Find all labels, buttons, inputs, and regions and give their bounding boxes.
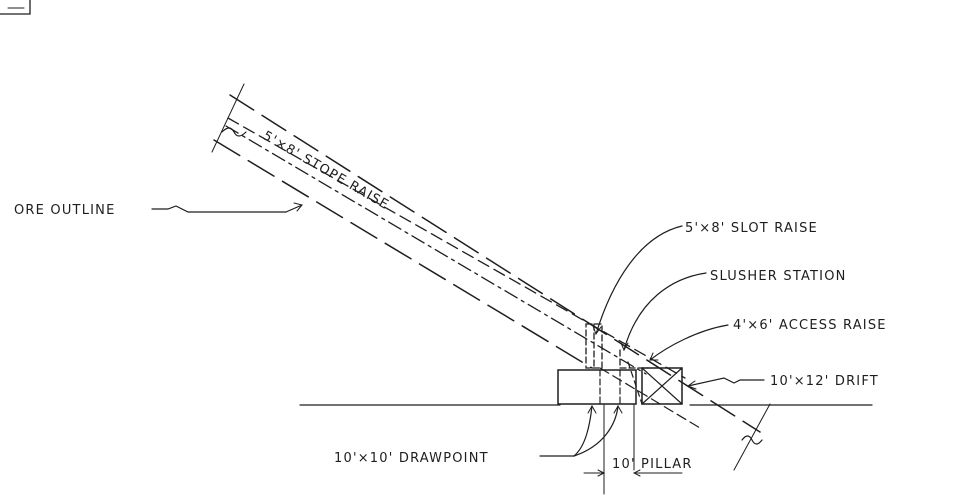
stope-raise-upper-wall bbox=[227, 117, 686, 379]
pillar-label: 10' PILLAR bbox=[612, 457, 693, 472]
access-raise-wall bbox=[599, 367, 701, 429]
stope-raise-lower-wall bbox=[225, 125, 647, 375]
drift bbox=[641, 367, 683, 405]
leader-access-raise bbox=[649, 324, 729, 361]
drift-label: 10'×12' DRIFT bbox=[770, 374, 879, 389]
upper-ore-outline bbox=[229, 94, 761, 433]
slusher-station bbox=[619, 349, 649, 369]
break-symbol-bottom bbox=[733, 403, 771, 471]
slusher-station-label: SLUSHER STATION bbox=[710, 269, 847, 284]
lower-ore-outline bbox=[213, 139, 593, 369]
pillar-dimension bbox=[583, 404, 683, 495]
corner-title-box bbox=[0, 0, 31, 15]
leader-drift bbox=[686, 377, 765, 390]
slot-raise bbox=[585, 323, 603, 369]
drawpoint-label: 10'×10' DRAWPOINT bbox=[334, 451, 489, 466]
leader-slusher-station bbox=[620, 272, 707, 352]
leader-drawpoint bbox=[539, 404, 623, 457]
leader-ore-outline bbox=[151, 202, 303, 213]
leader-slot-raise bbox=[592, 225, 683, 336]
pillar-outline bbox=[627, 361, 643, 405]
ore-outline-label: ORE OUTLINE bbox=[14, 203, 116, 218]
drawpoint bbox=[557, 369, 637, 405]
break-symbol-top bbox=[211, 83, 247, 153]
slot-raise-label: 5'×8' SLOT RAISE bbox=[685, 221, 818, 236]
access-raise-label: 4'×6' ACCESS RAISE bbox=[733, 318, 887, 333]
stope-raise-label: 5'×8' STOPE RAISE bbox=[260, 128, 392, 213]
